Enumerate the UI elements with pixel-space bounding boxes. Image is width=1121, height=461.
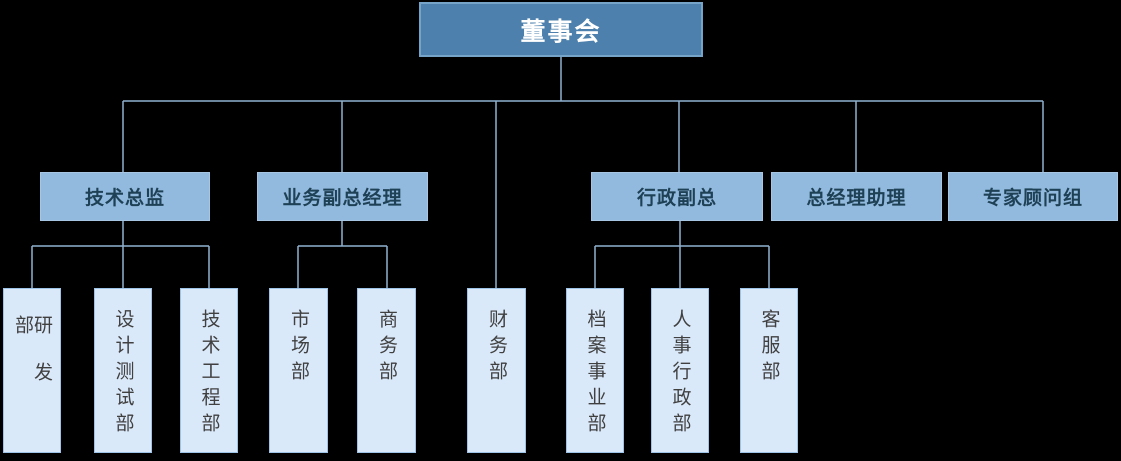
node-label: 设计测试部 xyxy=(112,309,135,439)
node-marketing-dept: 市场部 xyxy=(269,288,328,453)
connector-tech-children xyxy=(31,221,210,288)
node-business-deputy-gm: 业务副总经理 xyxy=(257,172,428,221)
node-label: 专家顾问组 xyxy=(982,187,1083,209)
node-technical-engineering-dept: 技术工程部 xyxy=(180,288,238,453)
connector-biz-children xyxy=(297,221,388,288)
node-label: 行政副总 xyxy=(636,187,717,209)
node-label: 研发部 xyxy=(12,315,53,409)
node-gm-assistant: 总经理助理 xyxy=(771,172,942,221)
node-label: 人事行政部 xyxy=(669,309,692,439)
node-customer-service-dept: 客服部 xyxy=(740,288,798,453)
node-commerce-dept: 商务部 xyxy=(357,288,416,453)
node-label: 董事会 xyxy=(520,16,602,46)
node-label: 商务部 xyxy=(376,309,398,387)
node-label: 档案事业部 xyxy=(584,309,607,439)
node-label: 技术总监 xyxy=(84,187,165,209)
node-label: 客服部 xyxy=(758,309,781,387)
node-archives-division: 档案事业部 xyxy=(566,288,624,453)
node-finance-dept: 财务部 xyxy=(467,288,526,453)
node-label: 业务副总经理 xyxy=(282,187,403,209)
node-hr-admin-dept: 人事行政部 xyxy=(651,288,709,453)
node-design-testing-dept: 设计测试部 xyxy=(94,288,152,453)
node-technical-director: 技术总监 xyxy=(40,172,210,221)
node-expert-advisory-group: 专家顾问组 xyxy=(948,172,1118,221)
node-label: 技术工程部 xyxy=(198,309,221,439)
node-rnd-dept: 研发部 xyxy=(3,288,61,453)
node-label: 财务部 xyxy=(486,309,508,387)
node-admin-deputy-gm: 行政副总 xyxy=(591,172,763,221)
node-board-of-directors: 董事会 xyxy=(419,2,703,57)
node-label: 市场部 xyxy=(288,309,310,387)
node-label: 总经理助理 xyxy=(806,187,907,209)
connector-admin-children xyxy=(594,221,770,288)
